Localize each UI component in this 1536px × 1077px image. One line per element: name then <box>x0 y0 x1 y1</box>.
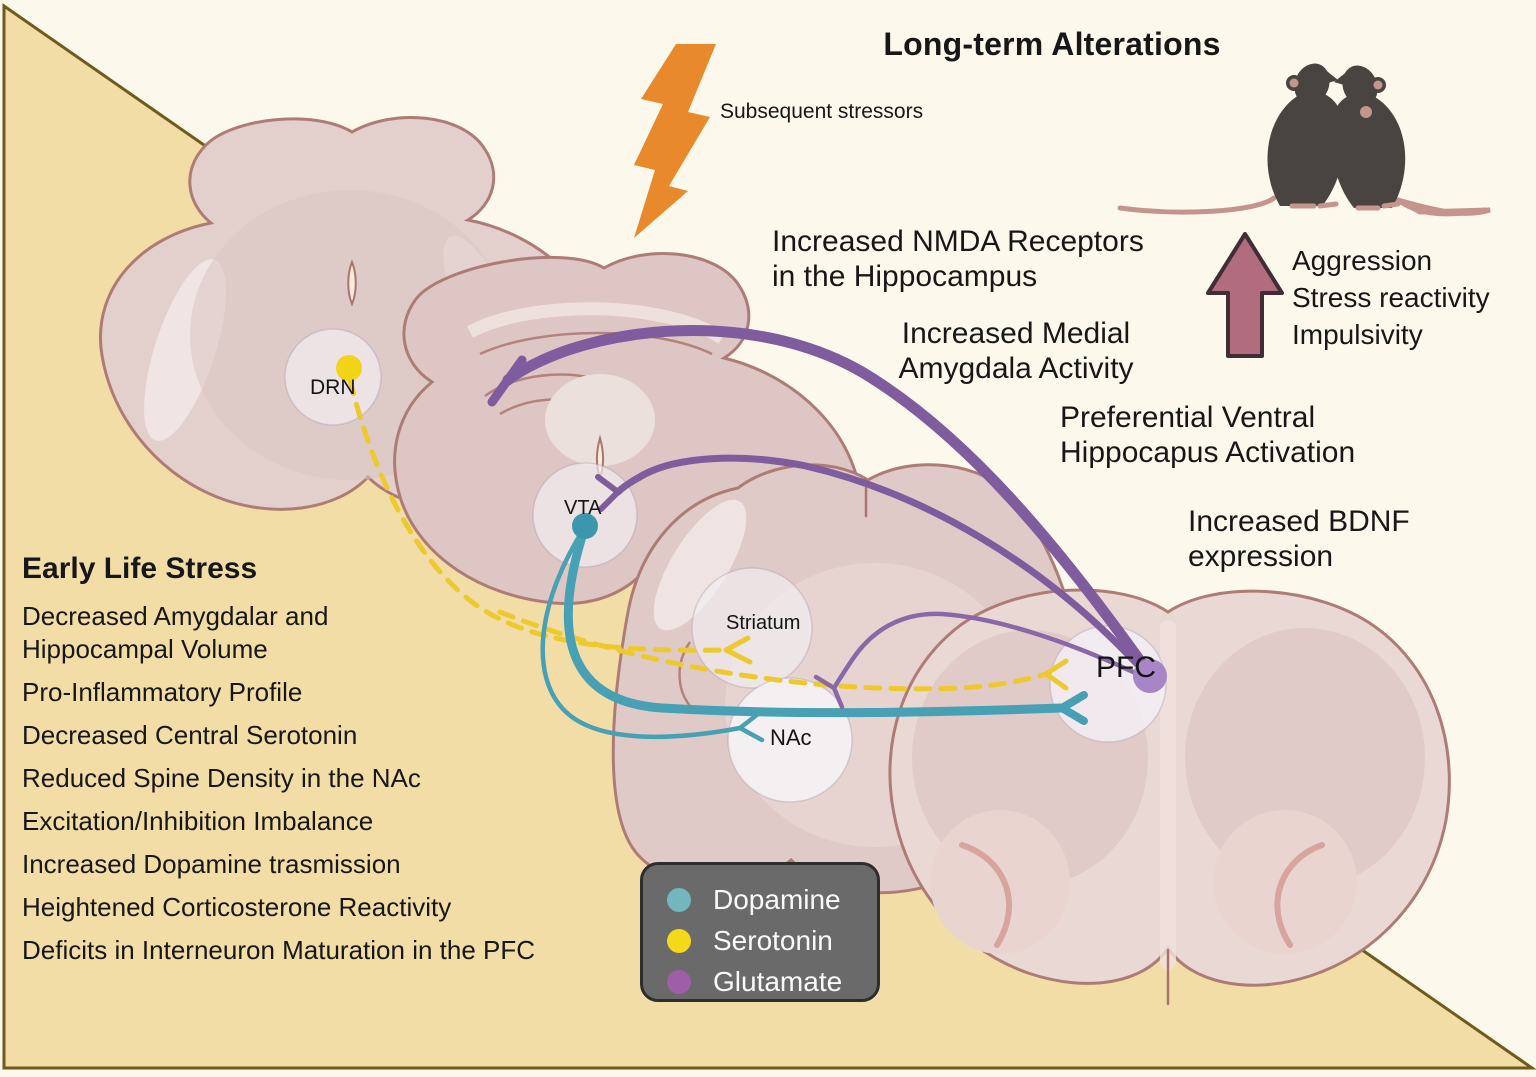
early-life-effect-item: Excitation/Inhibition Imbalance <box>22 806 374 836</box>
early-life-effect-item: Increased Dopamine trasmission <box>22 849 401 879</box>
early-life-effect-item: Pro-Inflammatory Profile <box>22 677 303 707</box>
early-life-stress-title: Early Life Stress <box>22 552 258 585</box>
dopamine-pathway <box>540 522 1088 743</box>
arrow-effect-item: Aggression <box>1292 245 1433 276</box>
up-arrow-icon <box>1206 232 1284 358</box>
pfc-glutamate-dot <box>1133 659 1167 693</box>
legend-label-dopamine: Dopamine <box>713 883 841 915</box>
serotonin-pathway <box>347 377 1069 692</box>
early-life-effect-item: Decreased Amygdalar and Hippocampal Volu… <box>22 601 329 664</box>
early-life-effect-item: Heightened Corticosterone Reactivity <box>22 892 452 922</box>
annotation-nmda-receptors: Increased NMDA Receptors in the Hippocam… <box>772 225 1144 293</box>
region-label-nac: NAc <box>770 725 812 750</box>
arrow-effect-list: Aggression Stress reactivity Impulsivity <box>1292 242 1490 353</box>
long-term-alterations-title: Long-term Alterations <box>883 26 1221 62</box>
arrow-effect-item: Impulsivity <box>1292 319 1423 350</box>
annotation-bdnf-expression: Increased BDNF expression <box>1188 505 1410 573</box>
region-label-pfc: PFC <box>1096 651 1156 684</box>
brain-slice-pfc <box>888 588 1451 1006</box>
region-label-vta: VTA <box>564 497 602 519</box>
mice-illustration <box>1117 63 1491 217</box>
legend-item-serotonin: Serotonin <box>657 920 877 961</box>
early-life-effect-list: Decreased Amygdalar and Hippocampal Volu… <box>22 600 662 977</box>
legend-label-serotonin: Serotonin <box>713 924 833 956</box>
annotation-ventral-hippocampus: Preferential Ventral Hippocapus Activati… <box>1060 401 1356 469</box>
lightning-bolt-icon <box>634 44 716 238</box>
region-label-drn: DRN <box>310 376 356 399</box>
early-life-effect-item: Reduced Spine Density in the NAc <box>22 763 421 793</box>
region-label-striatum: Striatum <box>726 612 801 634</box>
serotonin-color-dot-icon <box>667 928 691 953</box>
nucleus-dots <box>336 355 1167 693</box>
drn-serotonin-dot <box>336 355 362 381</box>
legend-item-dopamine: Dopamine <box>657 879 877 920</box>
vta-dopamine-dot <box>572 513 598 539</box>
legend-item-glutamate: Glutamate <box>657 961 877 1002</box>
arrow-effect-item: Stress reactivity <box>1292 282 1490 313</box>
glutamate-color-dot-icon <box>667 969 691 994</box>
annotation-medial-amygdala: Increased Medial Amygdala Activity <box>898 317 1134 385</box>
dopamine-color-dot-icon <box>667 887 691 912</box>
glutamate-pathway <box>487 325 1154 710</box>
subsequent-stressors-label: Subsequent stressors <box>720 100 924 123</box>
legend-label-glutamate: Glutamate <box>713 965 843 997</box>
early-life-effect-item: Deficits in Interneuron Maturation in th… <box>22 935 536 965</box>
neurotransmitter-legend: Dopamine Serotonin Glutamate <box>640 862 880 1002</box>
early-life-effect-item: Decreased Central Serotonin <box>22 720 358 750</box>
